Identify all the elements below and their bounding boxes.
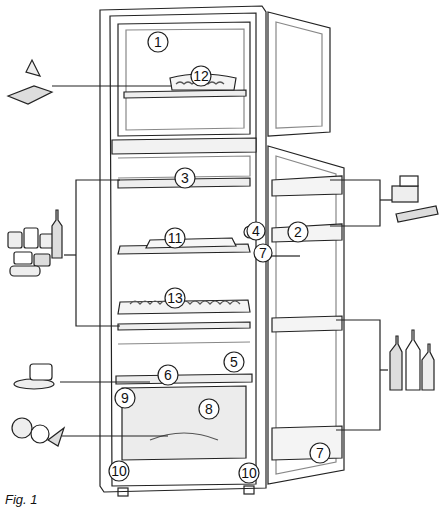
callout-number: 13 <box>165 288 185 308</box>
callout-number: 2 <box>288 222 308 242</box>
callout-number: 11 <box>165 228 185 248</box>
callout-number: 10 <box>239 463 259 483</box>
callout-number: 7 <box>310 443 330 463</box>
callout-number: 3 <box>175 168 195 188</box>
figure-caption: Fig. 1 <box>5 492 38 507</box>
callout-number: 4 <box>246 221 266 241</box>
callout-number: 10 <box>109 461 129 481</box>
callout-number: 8 <box>199 399 219 419</box>
callout-number: 9 <box>115 388 135 408</box>
callout-number: 6 <box>158 365 178 385</box>
callout-number: 1 <box>148 32 168 52</box>
callout-number: 7 <box>253 243 273 263</box>
callout-number: 12 <box>191 66 211 86</box>
callout-number: 5 <box>224 352 244 372</box>
